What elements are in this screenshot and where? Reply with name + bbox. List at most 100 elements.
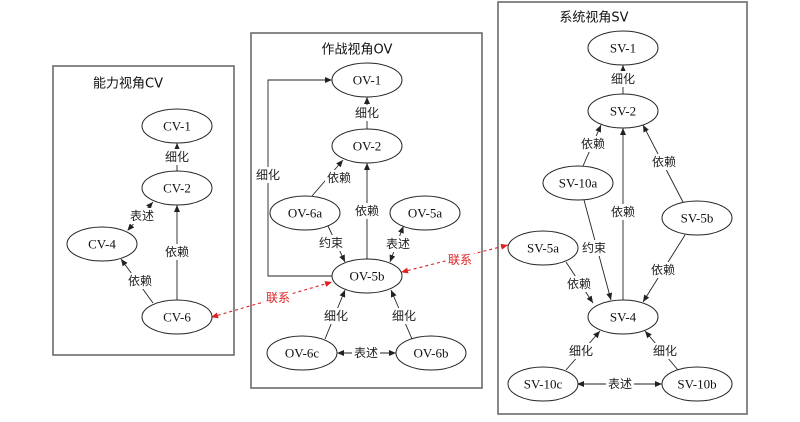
edge-label-bg bbox=[322, 308, 350, 324]
node-label: OV-6c bbox=[285, 346, 319, 361]
view-frame-ov: 作战视角OV bbox=[250, 32, 483, 389]
edge-label-bg bbox=[609, 204, 637, 220]
node-sv-2[interactable]: SV-2 bbox=[587, 93, 659, 129]
node-ov-5a[interactable]: OV-5a bbox=[389, 195, 461, 231]
node-ellipse bbox=[141, 299, 213, 335]
edge-label: 依赖 bbox=[165, 244, 189, 259]
edge-label: 细化 bbox=[653, 344, 677, 358]
node-ellipse bbox=[389, 195, 461, 231]
node-ov-2[interactable]: OV-2 bbox=[331, 128, 403, 164]
view-title-cv: 能力视角CV bbox=[93, 77, 163, 92]
node-ellipse bbox=[269, 195, 341, 231]
node-label: OV-5b bbox=[350, 269, 385, 284]
node-label: SV-5b bbox=[681, 211, 714, 226]
edge-label-bg bbox=[353, 105, 381, 121]
edge-label-bg bbox=[390, 308, 418, 324]
edge-label-bg bbox=[649, 262, 677, 278]
edge-label: 约束 bbox=[319, 235, 343, 250]
node-label: SV-1 bbox=[610, 41, 636, 56]
node-sv-1[interactable]: SV-1 bbox=[587, 30, 659, 66]
node-sv-10b[interactable]: SV-10b bbox=[661, 366, 733, 402]
edge-label-bg bbox=[254, 167, 282, 183]
edge-label-bg bbox=[163, 244, 191, 260]
node-sv-10c[interactable]: SV-10c bbox=[507, 366, 579, 402]
edge-label-bg bbox=[128, 208, 156, 224]
edge-label-bg bbox=[650, 154, 678, 170]
node-ellipse bbox=[331, 258, 403, 294]
node-ellipse bbox=[507, 366, 579, 402]
node-label: CV-4 bbox=[88, 237, 116, 252]
node-sv-5b[interactable]: SV-5b bbox=[661, 200, 733, 236]
edge-label: 细化 bbox=[611, 72, 635, 86]
node-ov-6a[interactable]: OV-6a bbox=[269, 195, 341, 231]
node-sv-4[interactable]: SV-4 bbox=[587, 299, 659, 335]
node-cv-2[interactable]: CV-2 bbox=[141, 170, 213, 206]
node-ellipse bbox=[661, 200, 733, 236]
edge-label: 细化 bbox=[324, 309, 348, 323]
node-ov-6b[interactable]: OV-6b bbox=[395, 335, 467, 371]
edge-label: 细化 bbox=[355, 106, 379, 120]
node-ellipse bbox=[587, 93, 659, 129]
view-title-sv: 系统视角SV bbox=[559, 11, 628, 26]
edge-label: 依赖 bbox=[128, 273, 152, 288]
edge-label: 约束 bbox=[582, 240, 606, 255]
node-ellipse bbox=[266, 335, 338, 371]
edge-label-bg bbox=[352, 345, 380, 361]
edge-label: 依赖 bbox=[651, 262, 675, 277]
node-label: SV-10c bbox=[524, 377, 563, 392]
node-ov-1[interactable]: OV-1 bbox=[331, 62, 403, 98]
edge-label-bg bbox=[565, 276, 593, 292]
edge-label: 表述 bbox=[608, 377, 632, 391]
edge-label: 依赖 bbox=[611, 204, 635, 219]
edge-label-bg bbox=[163, 149, 191, 165]
cross-view-link-label: 联系 bbox=[266, 291, 290, 305]
node-sv-10a[interactable]: SV-10a bbox=[542, 165, 614, 201]
node-label: CV-6 bbox=[163, 310, 191, 325]
edge-label-bg bbox=[384, 236, 412, 252]
node-ov-5b[interactable]: OV-5b bbox=[331, 258, 403, 294]
node-ellipse bbox=[331, 128, 403, 164]
node-label: CV-1 bbox=[163, 119, 191, 134]
node-label: OV-1 bbox=[353, 73, 381, 88]
edge-label-bg bbox=[317, 235, 345, 251]
edge-label: 表述 bbox=[386, 237, 410, 251]
edge-label: 表述 bbox=[354, 346, 378, 360]
node-label: SV-10a bbox=[559, 176, 598, 191]
node-label: OV-6b bbox=[414, 346, 449, 361]
node-ellipse bbox=[661, 366, 733, 402]
edge-label: 细化 bbox=[392, 309, 416, 323]
node-ellipse bbox=[331, 62, 403, 98]
edge-label-bg bbox=[325, 170, 353, 186]
node-ellipse bbox=[587, 30, 659, 66]
node-label: SV-2 bbox=[610, 104, 636, 119]
view-frame-cv: 能力视角CV bbox=[52, 65, 235, 356]
node-ellipse bbox=[141, 108, 213, 144]
node-ellipse bbox=[542, 165, 614, 201]
edge-label-bg bbox=[579, 136, 607, 152]
node-label: SV-5a bbox=[527, 241, 559, 256]
edge-label: 依赖 bbox=[327, 170, 351, 185]
node-cv-6[interactable]: CV-6 bbox=[141, 299, 213, 335]
cross-view-link-label-bg bbox=[264, 290, 292, 306]
node-cv-4[interactable]: CV-4 bbox=[66, 226, 138, 262]
node-ov-6c[interactable]: OV-6c bbox=[266, 335, 338, 371]
edge-label: 依赖 bbox=[581, 136, 605, 151]
edge-label-bg bbox=[567, 343, 595, 359]
edge-label-bg bbox=[580, 240, 608, 256]
edge-label-bg bbox=[651, 343, 679, 359]
node-ellipse bbox=[66, 226, 138, 262]
edge-label-bg bbox=[353, 203, 381, 219]
node-sv-5a[interactable]: SV-5a bbox=[507, 230, 579, 266]
node-ellipse bbox=[141, 170, 213, 206]
edge-label: 依赖 bbox=[567, 276, 591, 291]
edge-label: 依赖 bbox=[652, 154, 676, 169]
edge-label-bg bbox=[606, 376, 634, 392]
node-label: CV-2 bbox=[163, 181, 191, 196]
node-label: SV-10b bbox=[677, 377, 716, 392]
view-frame-sv: 系统视角SV bbox=[497, 1, 748, 415]
node-ellipse bbox=[587, 299, 659, 335]
node-cv-1[interactable]: CV-1 bbox=[141, 108, 213, 144]
node-label: OV-2 bbox=[353, 139, 381, 154]
cross-view-link-label-bg bbox=[446, 252, 474, 268]
